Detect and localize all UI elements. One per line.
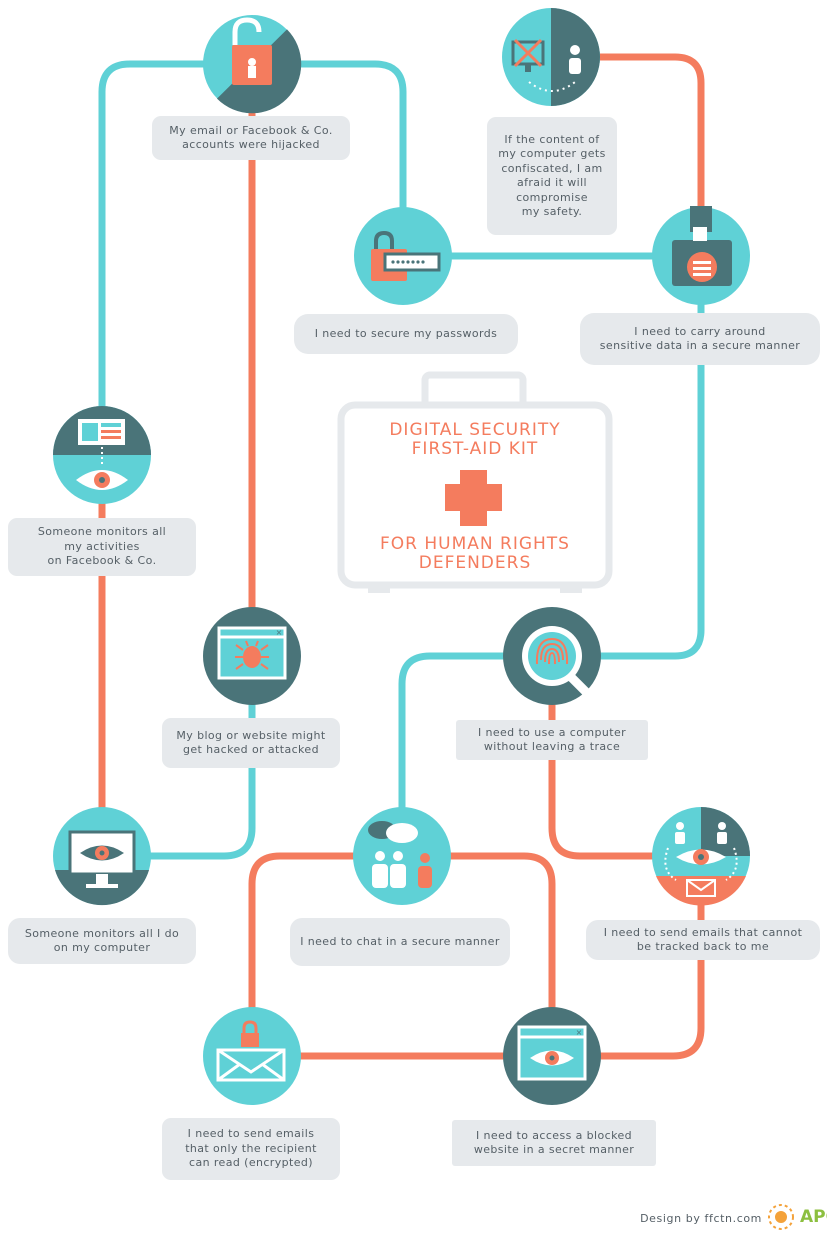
- first-aid-kit: [337, 371, 613, 593]
- label-confiscated: If the content of my computer gets confi…: [498, 132, 606, 219]
- design-credit: Design by ffctn.com: [640, 1212, 762, 1225]
- connector-chat-blocked: [398, 852, 556, 1060]
- profile-eye-icon: [53, 406, 151, 504]
- label-bg-untraceable-email: [586, 920, 820, 960]
- connector-confiscated-carry: [547, 53, 705, 260]
- monitor-eye-icon: [53, 807, 151, 906]
- fingerprint-magnifier-icon: [503, 607, 601, 705]
- connector-notrace-chat: [398, 652, 556, 860]
- label-bg-encrypted-email: [162, 1118, 340, 1180]
- apc-logo-icon: [768, 1204, 794, 1230]
- connector-chat-encrypted: [248, 852, 406, 1060]
- label-encrypted-email: I need to send emails that only the reci…: [185, 1127, 317, 1170]
- label-passwords: I need to secure my passwords: [314, 326, 498, 340]
- apc-logo-text: APC: [800, 1207, 827, 1227]
- label-blocked-site: I need to access a blocked website in a …: [473, 1128, 635, 1157]
- connector-carry-notrace: [548, 252, 705, 660]
- label-hijacked: My email or Facebook & Co. accounts were…: [169, 123, 333, 152]
- label-monitor-facebook: Someone monitors all my activities on Fa…: [37, 525, 167, 568]
- label-no-trace: I need to use a computer without leaving…: [477, 725, 627, 754]
- connector-blog-computer: [98, 652, 256, 860]
- svg-text:×: ×: [276, 628, 283, 637]
- label-carry-data: I need to carry around sensitive data in…: [599, 324, 801, 353]
- connector-notrace-email: [548, 652, 705, 860]
- label-blog-hacked: My blog or website might get hacked or a…: [176, 728, 326, 757]
- connector-hijacked-passwords: [248, 60, 407, 260]
- kit-subtitle: FOR HUMAN RIGHTS DEFENDERS: [380, 534, 570, 573]
- label-bg-monitor-computer: [8, 918, 196, 964]
- connector-hijacked-monitor-facebook: [98, 60, 256, 454]
- label-chat: I need to chat in a secure manner: [300, 934, 500, 948]
- label-bg-blocked-site: [452, 1120, 656, 1166]
- locked-envelope-icon: [203, 1007, 301, 1105]
- email-eye-icon: [652, 807, 750, 906]
- kit-title: DIGITAL SECURITY FIRST-AID KIT: [389, 420, 561, 459]
- label-bg-hijacked: [152, 116, 350, 160]
- chat-people-icon: [353, 807, 451, 905]
- connector-email-blocked: [548, 852, 705, 1060]
- bug-browser-icon: ×: [203, 607, 301, 705]
- label-bg-confiscated: [487, 117, 617, 235]
- password-lock-icon: [354, 207, 452, 305]
- label-bg-chat: [290, 918, 510, 966]
- label-bg-notrace: [456, 720, 648, 760]
- label-bg-blog: [162, 718, 340, 768]
- svg-text:×: ×: [576, 1028, 583, 1037]
- open-padlock-icon: [203, 15, 302, 114]
- label-bg-carry: [580, 313, 820, 365]
- red-cross-icon: [445, 470, 502, 526]
- label-untraceable-email: I need to send emails that cannot be tra…: [603, 925, 803, 954]
- confiscated-computer-icon: [502, 8, 600, 106]
- label-bg-monitor-facebook: [8, 518, 196, 576]
- label-monitor-computer: Someone monitors all I do on my computer: [24, 926, 180, 955]
- browser-eye-icon: ×: [503, 1007, 601, 1105]
- camera-data-icon: [652, 206, 750, 305]
- label-bg-passwords: [294, 314, 518, 354]
